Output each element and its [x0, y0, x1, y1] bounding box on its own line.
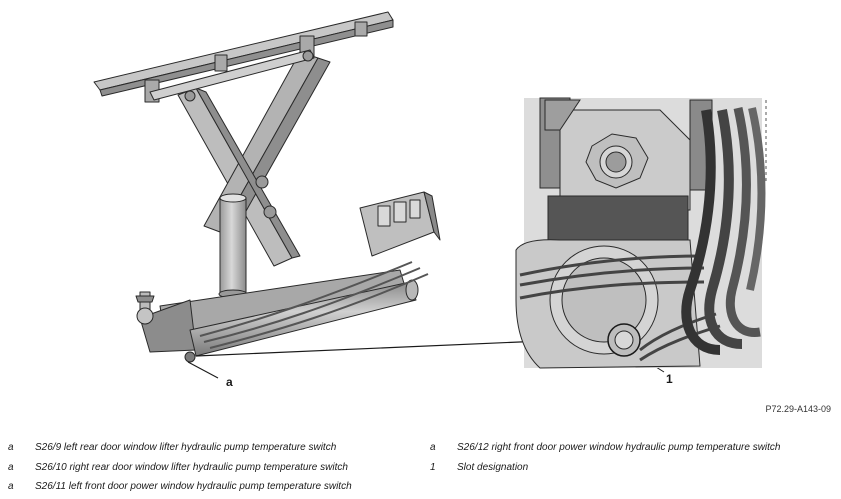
detail-view: [515, 97, 766, 369]
figure-reference-code: P72.29-A143-09: [765, 404, 831, 414]
callout-1: 1: [666, 372, 673, 386]
dark-band: [547, 195, 689, 243]
legend-key: a: [8, 461, 14, 473]
legend-text: Slot designation: [457, 461, 529, 473]
legend-left-column: a S26/9 left rear door window lifter hyd…: [8, 438, 352, 497]
legend-item: a S26/11 left front door power window hy…: [8, 477, 352, 497]
legend-text: S26/10 right rear door window lifter hyd…: [35, 461, 348, 473]
legend-right-column: a S26/12 right front door power window h…: [430, 438, 781, 477]
legend-key: 1: [430, 461, 436, 473]
temperature-switch-small: [184, 351, 196, 363]
legend-key: a: [8, 442, 14, 453]
legend-key: a: [8, 481, 14, 492]
top-rail: [93, 11, 394, 91]
legend-text: S26/12 right front door power window hyd…: [457, 442, 781, 453]
legend-item: a S26/9 left rear door window lifter hyd…: [8, 438, 352, 458]
hydraulic-cylinder: [219, 197, 247, 295]
window-lifter-illustration: [93, 11, 767, 379]
legend-text: S26/11 left front door power window hydr…: [35, 481, 352, 492]
legend-item: 1 Slot designation: [430, 458, 781, 478]
hydraulic-hoses: [681, 109, 721, 355]
leader-line-a: [187, 361, 219, 379]
legend-item: a S26/10 right rear door window lifter h…: [8, 458, 352, 478]
legend-item: a S26/12 right front door power window h…: [430, 438, 781, 458]
callout-a: a: [226, 375, 233, 389]
window-lifter-assembly: [93, 11, 441, 363]
legend-key: a: [430, 442, 436, 453]
legend-text: S26/9 left rear door window lifter hydra…: [35, 442, 337, 453]
upper-link: [149, 49, 315, 101]
